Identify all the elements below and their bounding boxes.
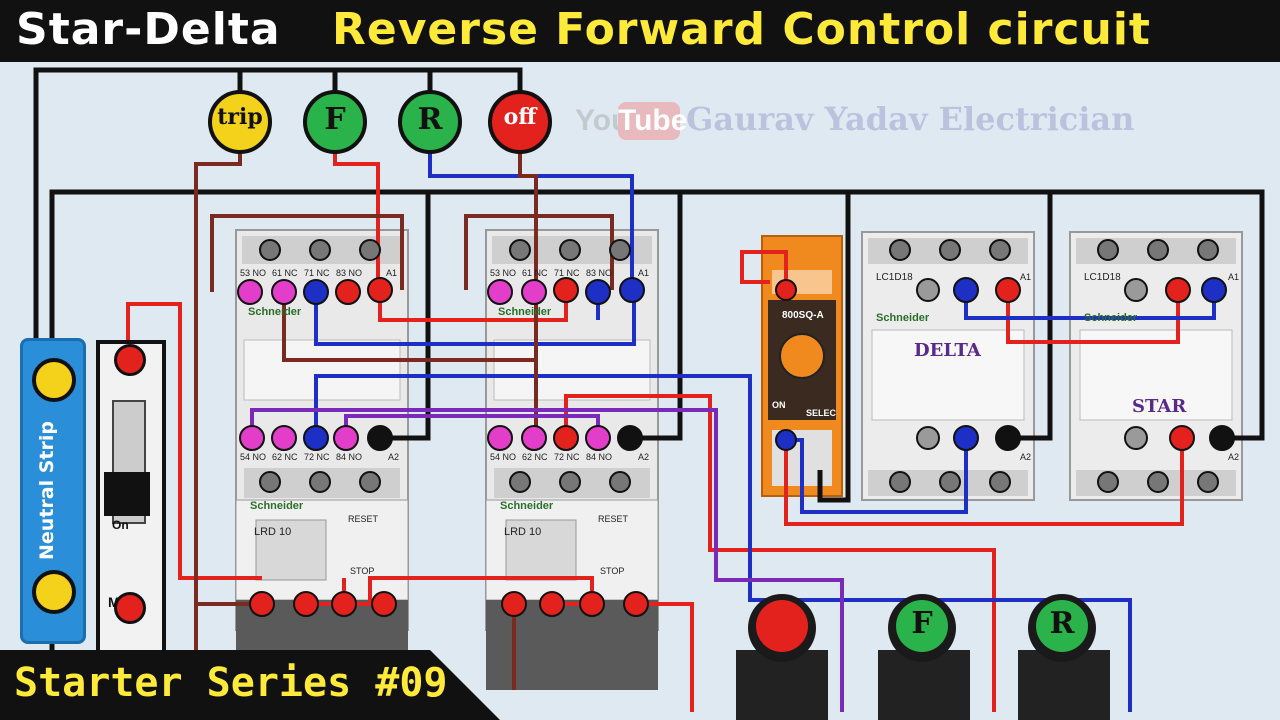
timer-on: ON (772, 400, 786, 410)
star-model: LC1D18 (1084, 272, 1121, 283)
wires-brown (194, 150, 614, 712)
aux-bot-54: 54 NO (240, 452, 267, 462)
overload-forward-model: LRD 10 (254, 526, 292, 538)
aux-top-83-r: 83 NO (586, 268, 613, 278)
lamp-reverse-label: R (417, 102, 443, 137)
aux-top-a1-r: A1 (638, 268, 650, 278)
star-brand: Schneider (1084, 312, 1138, 324)
overload-reverse-model: LRD 10 (504, 526, 542, 538)
aux-top-53: 53 NO (240, 268, 267, 278)
lamp-trip (208, 90, 272, 154)
star-label: STAR (1132, 396, 1187, 417)
overload-reverse-stop: STOP (600, 566, 625, 576)
aux-top-71-r: 71 NC (554, 268, 580, 278)
contactor-star (1069, 231, 1243, 501)
channel-watermark: Gaurav Yadav Electrician (686, 100, 1135, 138)
overload-forward-stop: STOP (350, 566, 375, 576)
aux-bot-72-r: 72 NC (554, 452, 580, 462)
aux-bot-84-r: 84 NO (586, 452, 613, 462)
lamp-trip-label: trip (217, 104, 263, 130)
overload-reverse-reset: RESET (598, 514, 629, 524)
title-bar (0, 0, 1280, 62)
delta-a2: A2 (1020, 452, 1032, 462)
forward-brand: Schneider (248, 306, 302, 318)
terminals (237, 239, 1235, 617)
aux-bot-72: 72 NC (304, 452, 330, 462)
aux-top-83: 83 NO (336, 268, 363, 278)
push-button-forward-label: F (911, 606, 933, 641)
aux-bot-a2-r: A2 (638, 452, 650, 462)
star-a1: A1 (1228, 272, 1240, 282)
lamp-off-label: off (503, 104, 537, 130)
aux-top-61-r: 61 NC (522, 268, 548, 278)
mcb-lever (104, 472, 150, 516)
aux-bot-a2: A2 (388, 452, 400, 462)
mcb-terminal-bottom (114, 592, 146, 624)
delta-model: LC1D18 (876, 272, 913, 283)
lamp-reverse (398, 90, 462, 154)
series-banner (0, 650, 500, 720)
timer-model: 800SQ-A (782, 310, 824, 321)
overload-reverse-brand: Schneider (500, 500, 554, 512)
aux-bot-62: 62 NC (272, 452, 298, 462)
delta-label: DELTA (914, 340, 981, 361)
push-button-off (736, 594, 828, 720)
push-button-reverse (1018, 594, 1110, 720)
reverse-brand: Schneider (498, 306, 552, 318)
title-right: Reverse Forward Control circuit (332, 4, 1151, 55)
overload-forward-brand: Schneider (250, 500, 304, 512)
youtube-logo-tube: Tube (618, 102, 687, 140)
lamp-forward (303, 90, 367, 154)
aux-top-a1: A1 (386, 268, 398, 278)
neutral-strip-label: Neutral Strip (36, 421, 58, 560)
aux-top-61: 61 NC (272, 268, 298, 278)
delta-a1: A1 (1020, 272, 1032, 282)
delta-brand: Schneider (876, 312, 930, 324)
timer-brand: SELEC (806, 408, 837, 418)
lamp-forward-label: F (324, 102, 346, 137)
series-label: Starter Series #09 (14, 660, 448, 706)
aux-top-53-r: 53 NO (490, 268, 517, 278)
push-button-forward (878, 594, 970, 720)
mcb-on-label: On (112, 518, 129, 532)
aux-bot-84: 84 NO (336, 452, 363, 462)
aux-top-71: 71 NC (304, 268, 330, 278)
lamp-off (488, 90, 552, 154)
neutral-terminal-top (32, 358, 76, 402)
push-button-reverse-label: R (1049, 606, 1075, 641)
aux-bot-62-r: 62 NC (522, 452, 548, 462)
neutral-terminal-bottom (32, 570, 76, 614)
aux-bot-54-r: 54 NO (490, 452, 517, 462)
star-a2: A2 (1228, 452, 1240, 462)
overload-forward-reset: RESET (348, 514, 379, 524)
mcb-terminal-top (114, 344, 146, 376)
title-left: Star-Delta (16, 4, 281, 55)
